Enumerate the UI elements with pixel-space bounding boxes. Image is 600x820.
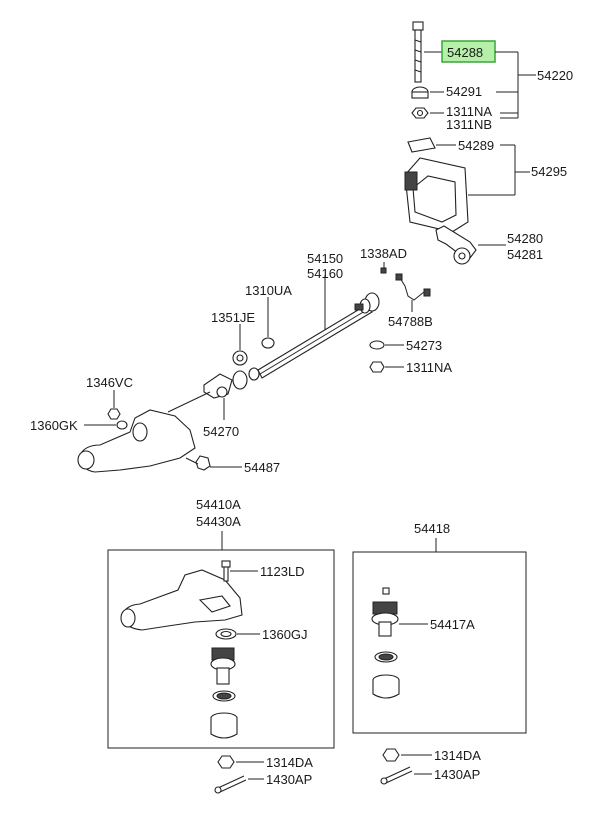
- label-54270[interactable]: 54270: [203, 424, 239, 439]
- nut-1314da-left[interactable]: [217, 755, 235, 769]
- label-54150[interactable]: 54150: [307, 251, 343, 266]
- cotter-pin-1430ap-right[interactable]: [380, 766, 413, 785]
- washer-54273[interactable]: [369, 340, 385, 350]
- bolt-1123ld[interactable]: [221, 560, 231, 582]
- bolt-54288[interactable]: [412, 21, 424, 83]
- label-1351je[interactable]: 1351JE: [211, 310, 255, 325]
- label-54280[interactable]: 54280: [507, 231, 543, 246]
- seal-right[interactable]: [374, 651, 398, 663]
- label-54289[interactable]: 54289: [458, 138, 494, 153]
- washer-1360gk[interactable]: [116, 420, 128, 430]
- label-1314da-right[interactable]: 1314DA: [434, 748, 481, 763]
- bolt-54487[interactable]: [185, 455, 211, 471]
- nut-1346vc[interactable]: [107, 408, 121, 420]
- label-1360gk[interactable]: 1360GK: [30, 418, 78, 433]
- ball-joint-54417a[interactable]: [371, 587, 399, 637]
- ball-joint-left[interactable]: [210, 647, 236, 685]
- nut-1338ad[interactable]: [380, 267, 387, 274]
- washer-54291[interactable]: [411, 86, 429, 99]
- label-1346vc[interactable]: 1346VC: [86, 375, 133, 390]
- bolt-54788b[interactable]: [395, 273, 431, 301]
- nut-1314da-right[interactable]: [382, 748, 400, 762]
- label-1123ld[interactable]: 1123LD: [260, 564, 305, 579]
- boot-left[interactable]: [210, 712, 238, 739]
- nut-1310ua[interactable]: [261, 337, 275, 349]
- anchor-arm[interactable]: [354, 292, 380, 314]
- upper-arm[interactable]: [120, 569, 243, 631]
- label-54418[interactable]: 54418: [414, 521, 450, 536]
- label-54430a[interactable]: 54430A: [196, 514, 241, 529]
- bumper-54295[interactable]: [404, 157, 469, 233]
- label-54410a[interactable]: 54410A: [196, 497, 241, 512]
- label-1311na-mid[interactable]: 1311NA: [406, 360, 452, 375]
- label-1310ua[interactable]: 1310UA: [245, 283, 292, 298]
- stopper-54280[interactable]: [435, 225, 477, 265]
- nut-1311na-top[interactable]: [411, 107, 429, 119]
- lower-arm[interactable]: [77, 409, 196, 473]
- ball-joint-box: [352, 551, 527, 734]
- label-54417a[interactable]: 54417A: [430, 617, 475, 632]
- seal-1351je[interactable]: [232, 350, 248, 366]
- label-1311nb[interactable]: 1311NB: [446, 117, 492, 132]
- upper-arm-box: [107, 549, 335, 749]
- nut-1311na-mid[interactable]: [369, 361, 385, 373]
- label-1314da-left[interactable]: 1314DA: [266, 755, 313, 770]
- torsion-bar-54150[interactable]: [257, 303, 373, 379]
- boot-right[interactable]: [372, 674, 400, 699]
- label-54220[interactable]: 54220: [537, 68, 573, 83]
- seal-left[interactable]: [212, 690, 236, 702]
- label-54281[interactable]: 54281: [507, 247, 543, 262]
- label-54487[interactable]: 54487: [244, 460, 280, 475]
- label-1360gj[interactable]: 1360GJ: [262, 627, 308, 642]
- label-1311na-top[interactable]: 1311NA: [446, 104, 492, 119]
- label-54273[interactable]: 54273: [406, 338, 442, 353]
- label-54160[interactable]: 54160: [307, 266, 343, 281]
- label-54288[interactable]: 54288: [447, 45, 483, 60]
- bumper-cap-54289[interactable]: [407, 137, 436, 153]
- label-1430ap-left[interactable]: 1430AP: [266, 772, 312, 787]
- label-1338ad[interactable]: 1338AD: [360, 246, 407, 261]
- label-1430ap-right[interactable]: 1430AP: [434, 767, 480, 782]
- label-54788b[interactable]: 54788B: [388, 314, 433, 329]
- link-54270[interactable]: [203, 367, 260, 399]
- cotter-pin-1430ap-left[interactable]: [214, 775, 247, 794]
- label-54291[interactable]: 54291: [446, 84, 482, 99]
- washer-1360gj[interactable]: [215, 628, 237, 640]
- label-54295[interactable]: 54295: [531, 164, 567, 179]
